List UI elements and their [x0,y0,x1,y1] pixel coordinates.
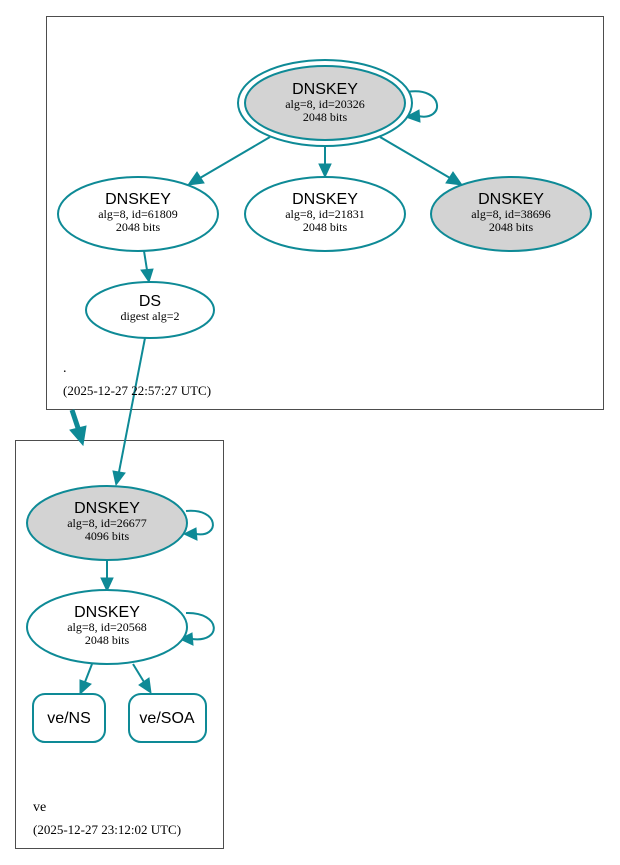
ve-zsk-title: DNSKEY [74,604,140,621]
zsk-61809-bits: 2048 bits [116,220,161,234]
root-ksk-bits: 2048 bits [303,110,348,124]
zsk-21831-alg: alg=8, id=21831 [285,207,365,221]
edge-ve-zsk-to-soa [132,663,152,695]
edge-zsk-to-ds [140,250,154,284]
ve-zsk-node: DNSKEY alg=8, id=20568 2048 bits [26,589,188,665]
zsk-61809-title: DNSKEY [105,191,171,208]
edge-ksk-to-zsk-38696 [379,136,464,186]
ve-ksk-title: DNSKEY [74,500,140,517]
edge-ve-zsk-self-loop [178,611,215,646]
edge-ksk-self-loop [404,90,439,123]
zsk-38696-title: DNSKEY [478,191,544,208]
zsk-38696-bits: 2048 bits [489,220,534,234]
ds-node: DS digest alg=2 [85,281,215,339]
edge-ve-zsk-to-ns [79,663,93,696]
zsk-21831-title: DNSKEY [292,191,358,208]
ve-zone-timestamp: (2025-12-27 23:12:02 UTC) [33,822,181,837]
ve-soa-label: ve/SOA [139,710,194,727]
zsk-38696-alg: alg=8, id=38696 [471,207,551,221]
root-zone-name: . [63,361,67,376]
root-zsk-38696-node: DNSKEY alg=8, id=38696 2048 bits [430,176,592,252]
root-ksk-title: DNSKEY [292,81,358,98]
root-zone-timestamp: (2025-12-27 22:57:27 UTC) [63,383,211,398]
root-zsk-21831-node: DNSKEY alg=8, id=21831 2048 bits [244,176,406,252]
ve-ns-node: ve/NS [32,693,106,743]
edge-ksk-to-zsk-61809 [186,136,271,186]
ds-digest: digest alg=2 [120,309,179,323]
zsk-61809-alg: alg=8, id=61809 [98,207,178,221]
ve-zone-name: ve [33,800,46,815]
ve-soa-node: ve/SOA [128,693,207,743]
ve-zsk-alg: alg=8, id=20568 [67,620,147,634]
ve-ksk-alg: alg=8, id=26677 [67,516,147,530]
ve-zsk-bits: 2048 bits [85,633,130,647]
zsk-21831-bits: 2048 bits [303,220,348,234]
root-ksk-node: DNSKEY alg=8, id=20326 2048 bits [237,59,413,147]
edge-ve-ksk-self-loop [182,509,214,541]
ve-ns-label: ve/NS [47,710,91,727]
root-zsk-61809-node: DNSKEY alg=8, id=61809 2048 bits [57,176,219,252]
edge-ds-to-ve-ksk [112,337,146,487]
ds-title: DS [139,293,161,310]
edge-delegation [69,409,87,447]
root-ksk-alg: alg=8, id=20326 [285,97,365,111]
edge-ve-ksk-to-zsk [100,560,114,593]
ve-ksk-bits: 4096 bits [85,529,130,543]
ve-ksk-node: DNSKEY alg=8, id=26677 4096 bits [26,485,188,561]
